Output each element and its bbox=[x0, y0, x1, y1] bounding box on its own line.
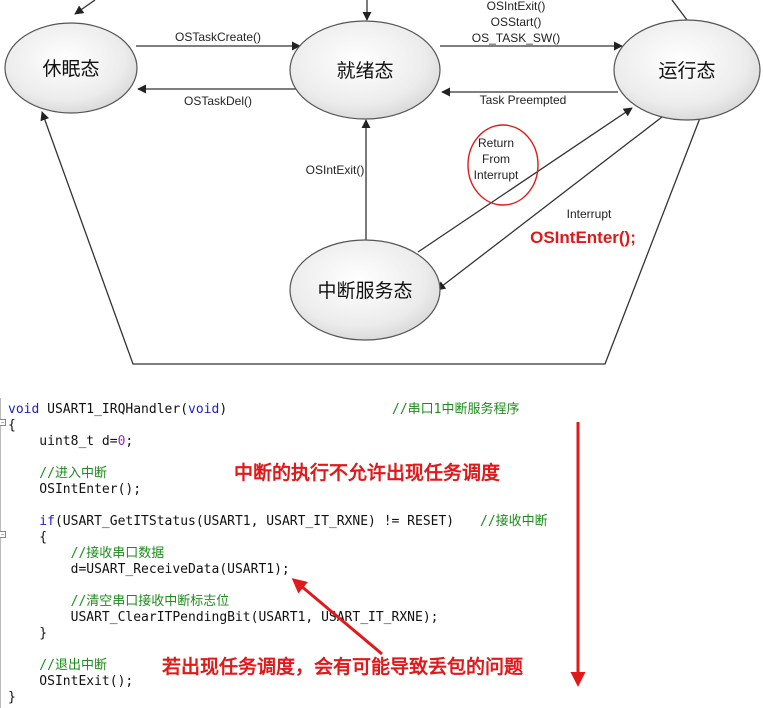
code-line-open: { bbox=[8, 530, 48, 545]
code-line-3: uint8_t d=0; bbox=[8, 434, 133, 450]
code-comment-enter: //进入中断 bbox=[8, 466, 107, 481]
state-running-label: 运行态 bbox=[658, 60, 715, 82]
code-comment-exit: //退出中断 bbox=[8, 658, 107, 673]
code-line-1: void USART1_IRQHandler(void) bbox=[8, 402, 227, 418]
code-text: ; bbox=[125, 434, 134, 449]
code-text: USART1_IRQHandler( bbox=[39, 402, 189, 417]
edge-top-right bbox=[671, 0, 688, 21]
label-osintexit: OSIntExit() bbox=[487, 0, 546, 13]
fold-marker: − bbox=[0, 531, 6, 538]
edge-running-to-isr bbox=[436, 116, 663, 291]
note-no-scheduling: 中断的执行不允许出现任务调度 bbox=[234, 462, 501, 484]
edge-isr-to-running bbox=[417, 107, 633, 253]
label-task-preempted: Task Preempted bbox=[480, 93, 567, 107]
keyword: if bbox=[8, 514, 55, 529]
state-ready-label: 就绪态 bbox=[336, 60, 393, 82]
code-line-exit: OSIntExit(); bbox=[8, 674, 134, 689]
code-text: uint8_t d= bbox=[8, 434, 118, 449]
label-interrupt: Interrupt bbox=[567, 207, 612, 221]
code-comment-clear: //清空串口接收中断标志位 bbox=[8, 594, 230, 609]
edge-running-to-sleep-loop bbox=[40, 111, 701, 365]
note-packet-loss: 若出现任务调度，会有可能导致丢包的问题 bbox=[162, 656, 524, 678]
state-sleep: 休眠态 bbox=[4, 22, 138, 114]
fold-marker: − bbox=[0, 419, 6, 426]
label-create: OSTaskCreate() bbox=[175, 30, 261, 44]
code-comment-isr: //串口1中断服务程序 bbox=[392, 402, 520, 417]
label-return: Return bbox=[478, 136, 514, 150]
code-line-clear: USART_ClearITPendingBit(USART1, USART_IT… bbox=[8, 610, 439, 625]
return-highlight-circle bbox=[467, 124, 539, 206]
code-line-2: { bbox=[8, 418, 16, 433]
state-isr-label: 中断服务态 bbox=[317, 280, 412, 302]
edge-top-left bbox=[74, 0, 96, 15]
label-del: OSTaskDel() bbox=[184, 94, 252, 108]
state-ready: 就绪态 bbox=[289, 20, 441, 120]
label-from: From bbox=[482, 152, 510, 166]
code-listing: − − void USART1_IRQHandler(void) //串口1中断… bbox=[0, 398, 763, 708]
state-isr: 中断服务态 bbox=[289, 239, 441, 341]
label-isr-exit: OSIntExit() bbox=[306, 163, 365, 177]
keyword: void bbox=[188, 402, 220, 417]
code-line-close: } bbox=[8, 626, 48, 641]
label-osintenter: OSIntEnter(); bbox=[530, 228, 636, 247]
label-osstart: OSStart() bbox=[491, 15, 542, 29]
label-interrupt-return: Interrupt bbox=[474, 168, 519, 182]
code-line-recv: d=USART_ReceiveData(USART1); bbox=[8, 562, 290, 577]
state-running: 运行态 bbox=[613, 19, 761, 121]
editor-gutter bbox=[0, 398, 1, 708]
code-comment-recv: //接收串口数据 bbox=[8, 546, 165, 561]
code-text: ) bbox=[219, 402, 228, 417]
code-line-if: if(USART_GetITStatus(USART1, USART_IT_RX… bbox=[8, 514, 454, 530]
state-sleep-label: 休眠态 bbox=[42, 58, 99, 80]
code-text: (USART_GetITStatus(USART1, USART_IT_RXNE… bbox=[54, 514, 455, 529]
label-os-task-sw: OS_TASK_SW() bbox=[472, 31, 560, 45]
pointer-arrow bbox=[291, 578, 383, 656]
annotation-arrows bbox=[291, 422, 586, 687]
code-comment-rx: //接收中断 bbox=[480, 514, 548, 529]
number: 0 bbox=[117, 434, 126, 449]
code-line-end: } bbox=[8, 690, 16, 705]
code-line-enter: OSIntEnter(); bbox=[8, 482, 142, 497]
keyword: void bbox=[8, 402, 40, 417]
state-diagram: 休眠态 就绪态 运行态 中断服务态 OSTaskCreate() OSTaskD… bbox=[4, 0, 761, 365]
